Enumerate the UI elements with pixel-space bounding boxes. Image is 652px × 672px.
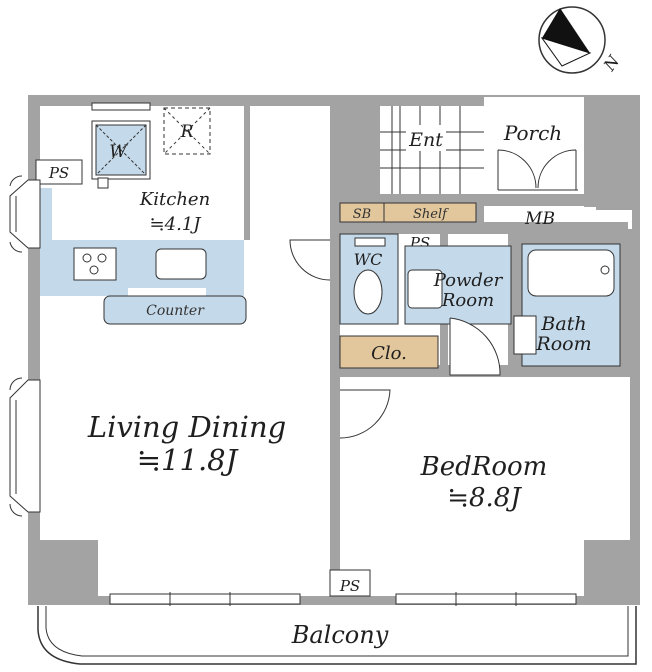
entrance: Ent [380, 106, 484, 194]
toilet-icon [353, 269, 383, 315]
washbasin [407, 269, 443, 309]
closet: Clo. [339, 335, 439, 369]
shelf [383, 202, 477, 223]
washer-label: W [109, 142, 128, 162]
meter-box-label: MB [524, 209, 555, 229]
powder-room-line2: Room [441, 290, 494, 311]
kitchen-sink [155, 248, 207, 280]
powder-door [449, 317, 501, 376]
bath-room-line1: Bath [540, 313, 586, 335]
closet-label: Clo. [371, 343, 407, 364]
compass-arrow-tail [540, 37, 592, 67]
counter [103, 295, 247, 325]
porch-name: Porch [503, 121, 562, 145]
porch: Porch [497, 121, 578, 191]
burner-icon [89, 265, 99, 275]
shelf-label: Shelf [413, 207, 449, 222]
bay-window-left [9, 175, 41, 517]
stove [73, 247, 117, 281]
bedroom-size: ≒8.8J [447, 483, 522, 513]
bath-room-line2: Room [535, 333, 591, 355]
kitchen-size: ≒4.1J [150, 214, 203, 235]
living-dining-size: ≒11.8J [137, 443, 239, 477]
balcony: Balcony [37, 606, 637, 665]
kitchen-window [91, 102, 151, 111]
bedroom: BedRoom ≒8.8J [339, 389, 548, 513]
refrigerator-label: R [180, 122, 194, 142]
shoe-box-label: SB [353, 207, 371, 222]
living-dining: Living Dining ≒11.8J [87, 239, 331, 477]
south-windows: PS [109, 569, 577, 606]
pipe-space-kitchen [35, 159, 83, 185]
storage-strip: SB Shelf MB PS [339, 202, 555, 252]
wc: WC [339, 233, 399, 325]
pipe-space-kitchen-label: PS [48, 164, 69, 182]
counter-label: Counter [146, 303, 205, 319]
entrance-name: Ent [408, 129, 443, 151]
wc-name: WC [354, 250, 383, 269]
kitchen-name: Kitchen [139, 189, 210, 210]
bedroom-name: BedRoom [420, 452, 548, 482]
bedroom-door [339, 389, 391, 439]
living-dining-name: Living Dining [87, 410, 286, 444]
bath-room: Bath Room [513, 243, 621, 367]
ld-door [289, 239, 331, 281]
front-door [497, 149, 537, 190]
compass-north-label: N [599, 51, 624, 75]
powder-room: Powder Room [404, 245, 512, 376]
powder-room-line1: Powder [433, 270, 504, 291]
kitchen: Counter W R PS Kitchen ≒4.1J [35, 102, 247, 325]
burner-icon [97, 253, 107, 263]
pipe-space-bottom-label: PS [339, 577, 360, 595]
balcony-name: Balcony [291, 621, 389, 649]
compass: N [538, 6, 624, 75]
bathtub [527, 249, 615, 297]
burner-icon [82, 253, 92, 263]
